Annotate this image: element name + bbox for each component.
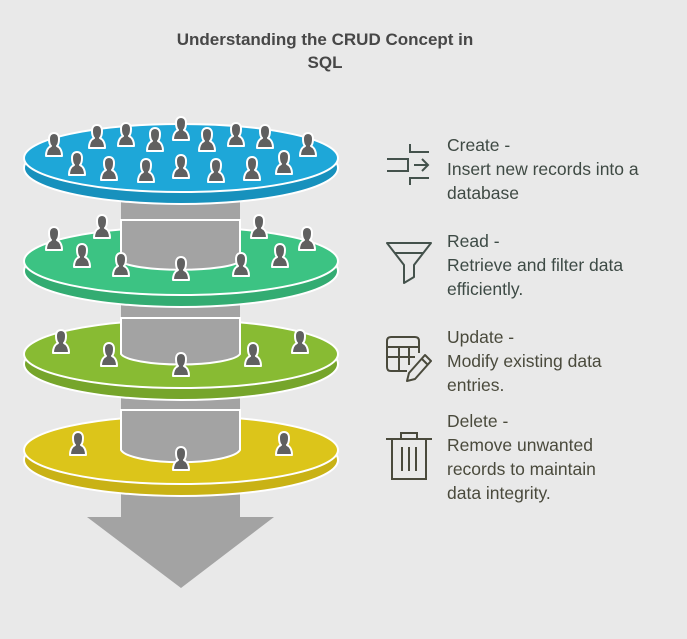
crud-item-delete: Delete - Remove unwanted records to main…: [385, 409, 685, 505]
person-icon: [93, 214, 111, 239]
read-desc-line-2: efficiently.: [447, 279, 524, 299]
diagram-title: Understanding the CRUD Concept in SQL: [0, 28, 650, 74]
delete-desc-line-1: Remove unwanted: [447, 435, 593, 455]
layer-create: [23, 116, 339, 205]
delete-heading: Delete -: [447, 411, 509, 431]
title-line-2: SQL: [307, 53, 343, 72]
table-edit-icon: [386, 336, 432, 382]
trash-icon: [386, 432, 432, 480]
layer-read: [23, 214, 339, 308]
person-icon: [250, 214, 268, 239]
layer-update: [23, 317, 339, 401]
funnel-icon: [386, 242, 432, 284]
layer-delete: [23, 409, 339, 497]
crud-item-read: Read - Retrieve and filter data efficien…: [385, 229, 685, 301]
update-desc-line-2: entries.: [447, 375, 505, 395]
crud-item-create: Create - Insert new records into a datab…: [385, 133, 685, 205]
create-desc-line-2: database: [447, 183, 520, 203]
read-heading: Read -: [447, 231, 500, 251]
insert-arrow-icon: [387, 144, 430, 185]
down-arrow-icon: [87, 500, 274, 588]
delete-desc-line-2: records to maintain: [447, 459, 596, 479]
delete-desc-line-3: data integrity.: [447, 483, 551, 503]
update-desc-line-1: Modify existing data: [447, 351, 602, 371]
read-desc-line-1: Retrieve and filter data: [447, 255, 624, 275]
create-desc-line-1: Insert new records into a: [447, 159, 639, 179]
create-heading: Create -: [447, 135, 511, 155]
update-heading: Update -: [447, 327, 515, 347]
title-line-1: Understanding the CRUD Concept in: [176, 30, 474, 49]
crud-item-update: Update - Modify existing data entries.: [385, 325, 685, 397]
